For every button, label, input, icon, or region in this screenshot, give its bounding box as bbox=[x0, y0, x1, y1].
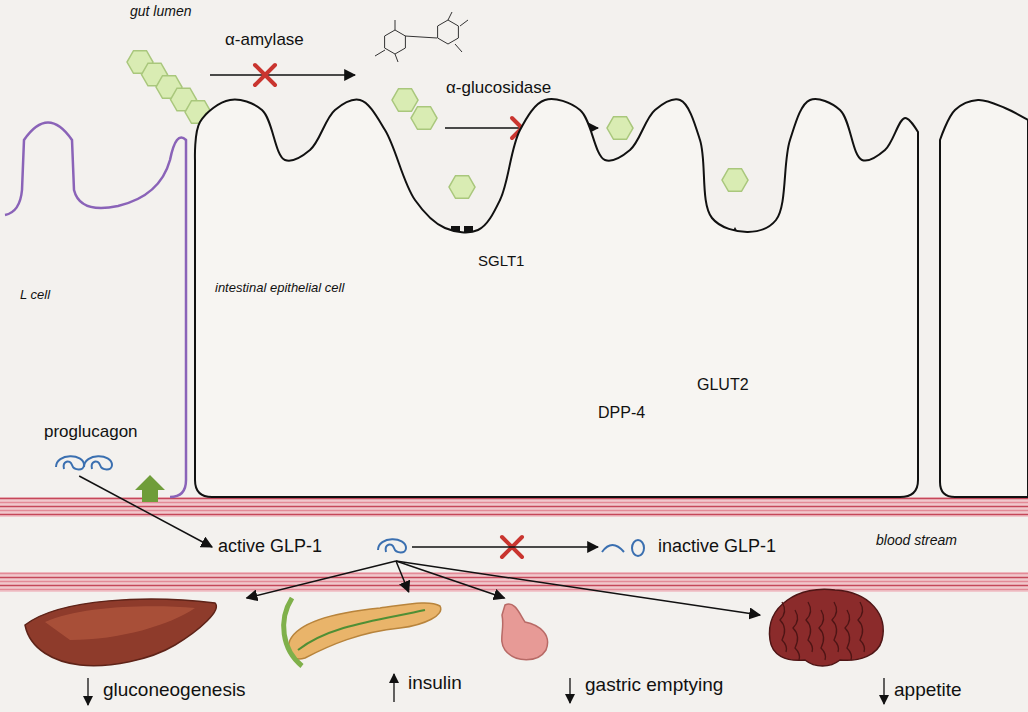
peptide-label-box: active GLP-1 bbox=[212, 533, 412, 561]
arrow bbox=[883, 678, 884, 704]
blood-stripe bbox=[0, 502, 1028, 503]
arrow bbox=[87, 678, 88, 705]
arrow bbox=[569, 678, 570, 703]
glucose-hexagon bbox=[607, 117, 633, 140]
node-text: appetite bbox=[894, 679, 962, 701]
secretion-arrow bbox=[135, 475, 165, 502]
blood-stripe bbox=[0, 585, 1028, 586]
molecule-bond bbox=[395, 54, 398, 62]
blood-stripe bbox=[0, 573, 1028, 574]
brain-gyrus bbox=[780, 602, 787, 652]
connector-arrow bbox=[396, 561, 760, 615]
node-text: proglucagon bbox=[44, 422, 138, 442]
organ-box: gastric emptying bbox=[490, 598, 740, 704]
transporter-label: SGLT1 bbox=[478, 252, 524, 269]
label-box: DPP-4 bbox=[598, 404, 645, 422]
glp1-peptide-icon bbox=[56, 456, 84, 469]
enzyme-label: α-glucosidase bbox=[446, 78, 551, 98]
organ-box: gluconeogenesis bbox=[20, 598, 255, 708]
liver bbox=[25, 599, 216, 666]
blood-band bbox=[0, 572, 1028, 592]
inactive-glp1-icon bbox=[602, 545, 624, 552]
label-box: α-amylase bbox=[225, 30, 304, 50]
label-box: α-glucosidase bbox=[446, 78, 551, 98]
connector-arrow bbox=[396, 561, 504, 598]
liver-highlight bbox=[45, 606, 195, 640]
glp1-peptide-icon bbox=[84, 456, 112, 469]
epithelial-cell-outline bbox=[195, 99, 918, 497]
pancreatic-duct bbox=[298, 610, 425, 650]
brain-gyrus bbox=[832, 602, 839, 652]
molecule-bond bbox=[455, 44, 462, 52]
organ-box: insulin bbox=[280, 592, 470, 698]
stomach bbox=[502, 604, 548, 660]
molecule-ring bbox=[438, 20, 459, 44]
brain-gyrus bbox=[819, 610, 826, 660]
blood-stripe bbox=[0, 506, 1028, 507]
l-cell-outline bbox=[5, 123, 186, 498]
organ-box: appetite bbox=[760, 585, 975, 705]
inactive-glp1-icon bbox=[632, 540, 644, 556]
node-text: intestinal epithelial cell bbox=[215, 280, 344, 295]
blood-stripe bbox=[0, 581, 1028, 582]
cell-outline bbox=[195, 90, 930, 500]
label-box: GLUT2 bbox=[697, 376, 749, 394]
arrow bbox=[393, 674, 394, 702]
blood-stripe bbox=[0, 510, 1028, 511]
glucose-hexagon bbox=[411, 107, 437, 130]
blood-stripe bbox=[0, 514, 1028, 515]
node-text: gastric emptying bbox=[585, 674, 723, 696]
brain-gyrus bbox=[858, 602, 865, 652]
connector-arrow bbox=[79, 476, 212, 547]
transporter-label: GLUT2 bbox=[697, 376, 749, 394]
brain bbox=[770, 589, 884, 666]
cell-region: proglucagon L cell bbox=[0, 115, 192, 500]
enzyme-label: α-amylase bbox=[225, 30, 304, 50]
neighbour-cell bbox=[940, 100, 1028, 497]
region-label: blood stream bbox=[876, 532, 957, 548]
inhibition-cross bbox=[255, 65, 275, 85]
connector-arrow bbox=[412, 546, 598, 548]
cell-outline bbox=[0, 115, 192, 500]
molecule-bond bbox=[395, 20, 396, 30]
arrow bbox=[210, 74, 355, 76]
glucose-hexagon bbox=[449, 176, 475, 199]
duodenum bbox=[284, 598, 302, 666]
cell-region: intestinal epithelial cell bbox=[195, 90, 930, 500]
label-box: SGLT1 bbox=[478, 252, 524, 270]
node-text: inactive GLP-1 bbox=[658, 536, 776, 557]
label-box: gut lumen bbox=[130, 2, 191, 20]
node-text: L cell bbox=[20, 287, 50, 302]
brain-gyrus bbox=[806, 602, 813, 652]
glucose-hexagon bbox=[722, 169, 748, 192]
enzyme-label: DPP-4 bbox=[598, 404, 645, 422]
glucose-hexagon bbox=[392, 89, 418, 112]
glp1-peptide-icon bbox=[378, 539, 406, 552]
molecule-bond bbox=[405, 36, 437, 38]
connector-arrow bbox=[247, 561, 396, 598]
molecule-bond bbox=[460, 20, 468, 26]
blood-stripe bbox=[0, 589, 1028, 590]
pancreas bbox=[288, 603, 440, 659]
brain-gyrus bbox=[793, 610, 800, 660]
node-text: insulin bbox=[408, 672, 462, 694]
peptide-label-box: inactive GLP-1 bbox=[598, 533, 790, 561]
label-box: blood stream bbox=[876, 531, 957, 549]
peptide-label-box: proglucagon bbox=[40, 420, 152, 476]
node-text: gluconeogenesis bbox=[103, 679, 246, 701]
molecule-bond bbox=[448, 12, 452, 20]
node-text: active GLP-1 bbox=[218, 536, 322, 557]
connector-arrow bbox=[396, 561, 409, 592]
region-label: gut lumen bbox=[130, 3, 191, 19]
brain-gyrus bbox=[845, 610, 852, 660]
molecule-ring bbox=[385, 30, 406, 54]
molecule-bond bbox=[375, 50, 385, 56]
